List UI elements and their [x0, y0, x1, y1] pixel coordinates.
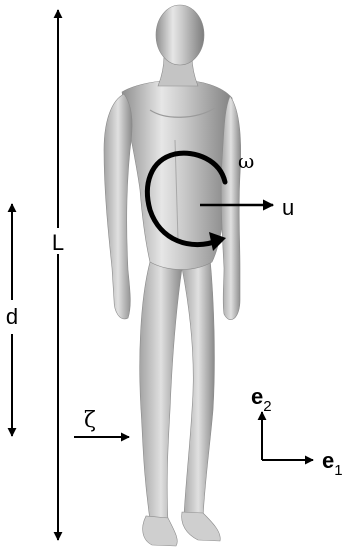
basis-y-subscript: 2	[263, 398, 271, 415]
basis-y-label: e2	[251, 384, 272, 415]
basis-x-subscript: 1	[334, 462, 342, 479]
left-leg	[140, 262, 182, 522]
velocity-label: u	[282, 195, 294, 220]
human-figure	[104, 5, 241, 546]
depth-label: d	[6, 304, 18, 329]
basis-x-label: e1	[322, 448, 343, 479]
left-foot	[143, 516, 178, 546]
rotation-label: ω	[238, 149, 254, 173]
left-arm	[104, 94, 132, 319]
right-arm	[221, 96, 241, 320]
right-foot	[182, 512, 221, 541]
basis-x-letter: e	[322, 448, 334, 473]
right-leg	[182, 258, 214, 517]
height-label: L	[52, 230, 64, 255]
friction-label: ζ	[84, 408, 96, 433]
head	[156, 5, 204, 65]
coordinate-basis: e2 e1	[251, 384, 343, 479]
basis-y-letter: e	[251, 384, 263, 409]
